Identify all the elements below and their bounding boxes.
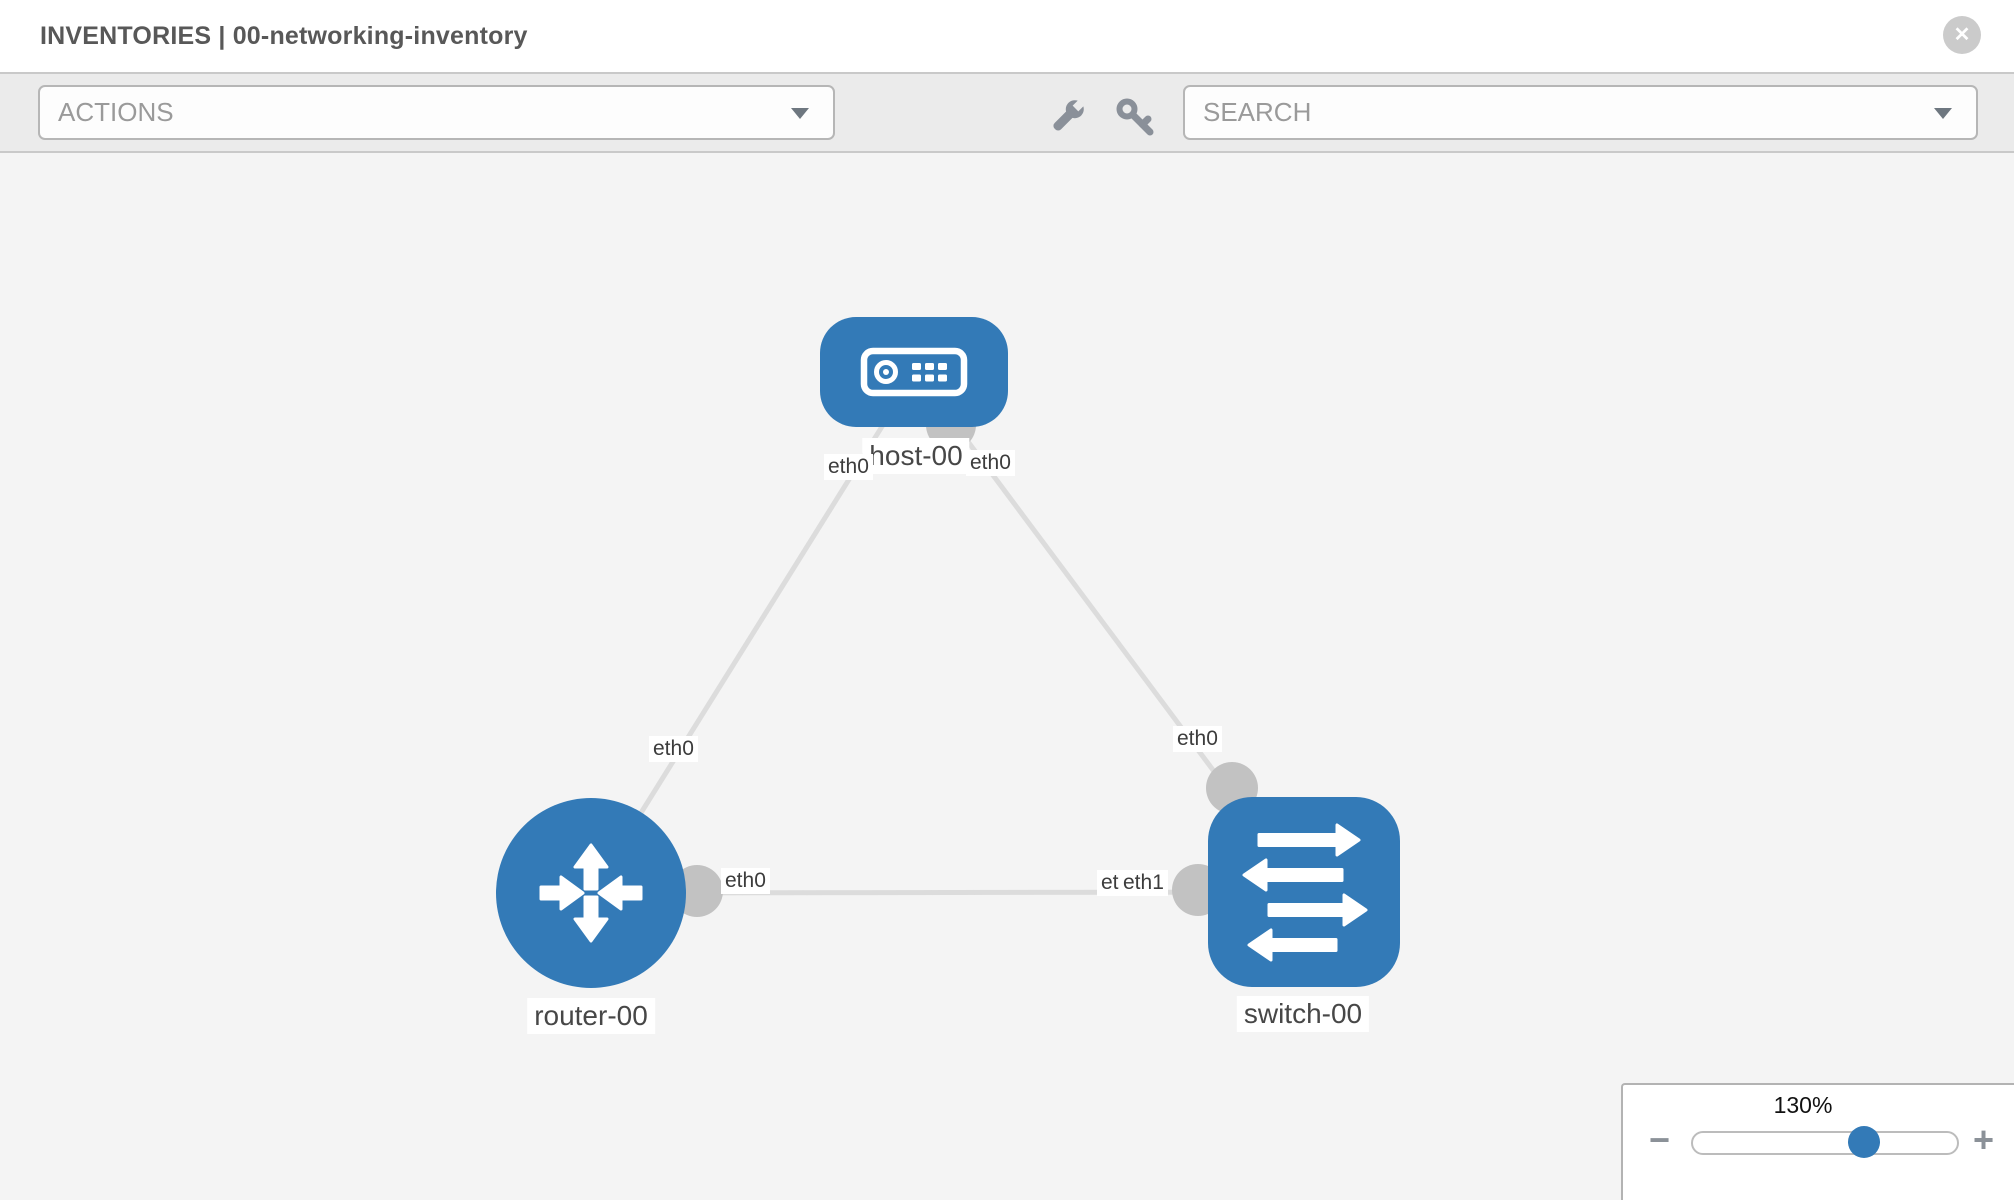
interface-label-switch-eth1: eth1 [1119, 870, 1168, 896]
actions-dropdown[interactable]: ACTIONS [38, 85, 835, 140]
chevron-down-icon [1934, 108, 1952, 119]
page-title: INVENTORIES | 00-networking-inventory [40, 22, 528, 50]
toolbar: ACTIONS SEARCH [0, 72, 2014, 153]
node-router-00[interactable] [496, 798, 686, 988]
node-host-00[interactable] [820, 317, 1008, 427]
topology-graph [496, 317, 1400, 988]
zoom-slider-track[interactable] [1691, 1126, 1959, 1158]
header-bar: INVENTORIES | 00-networking-inventory ✕ [0, 0, 2014, 72]
zoom-control-panel: 130% − + [1621, 1083, 2014, 1200]
chevron-down-icon [791, 108, 809, 119]
zoom-out-button[interactable]: − [1649, 1119, 1671, 1160]
interface-label-router-eth0-uplink: eth0 [649, 736, 698, 762]
switch-icon [1242, 823, 1368, 962]
node-label-host: host-00 [862, 438, 970, 474]
node-label-router: router-00 [527, 998, 655, 1034]
host-icon [860, 347, 968, 397]
interface-label-host-eth0-right: eth0 [966, 450, 1015, 476]
wrench-icon[interactable] [1044, 94, 1090, 140]
topology-canvas[interactable]: host-00 router-00 switch-00 eth0 eth0 et… [0, 153, 2014, 1200]
node-switch-00[interactable] [1208, 797, 1400, 987]
interface-label-switch-eth0-top: eth0 [1173, 726, 1222, 752]
search-input-placeholder: SEARCH [1203, 97, 1312, 127]
search-dropdown[interactable]: SEARCH [1183, 85, 1978, 140]
interface-label-host-eth0-left: eth0 [824, 454, 873, 480]
zoom-level-value: 130% [1773, 1092, 1833, 1118]
zoom-slider-thumb[interactable] [1848, 1126, 1880, 1158]
interface-connectors [671, 400, 1258, 917]
zoom-in-button[interactable]: + [1973, 1119, 1995, 1160]
interface-label-router-eth0-horizontal: eth0 [721, 868, 770, 894]
close-icon[interactable]: ✕ [1943, 16, 1981, 54]
node-label-switch: switch-00 [1236, 996, 1370, 1032]
key-icon[interactable] [1112, 94, 1158, 140]
actions-dropdown-placeholder: ACTIONS [58, 97, 174, 127]
router-icon [539, 843, 643, 943]
